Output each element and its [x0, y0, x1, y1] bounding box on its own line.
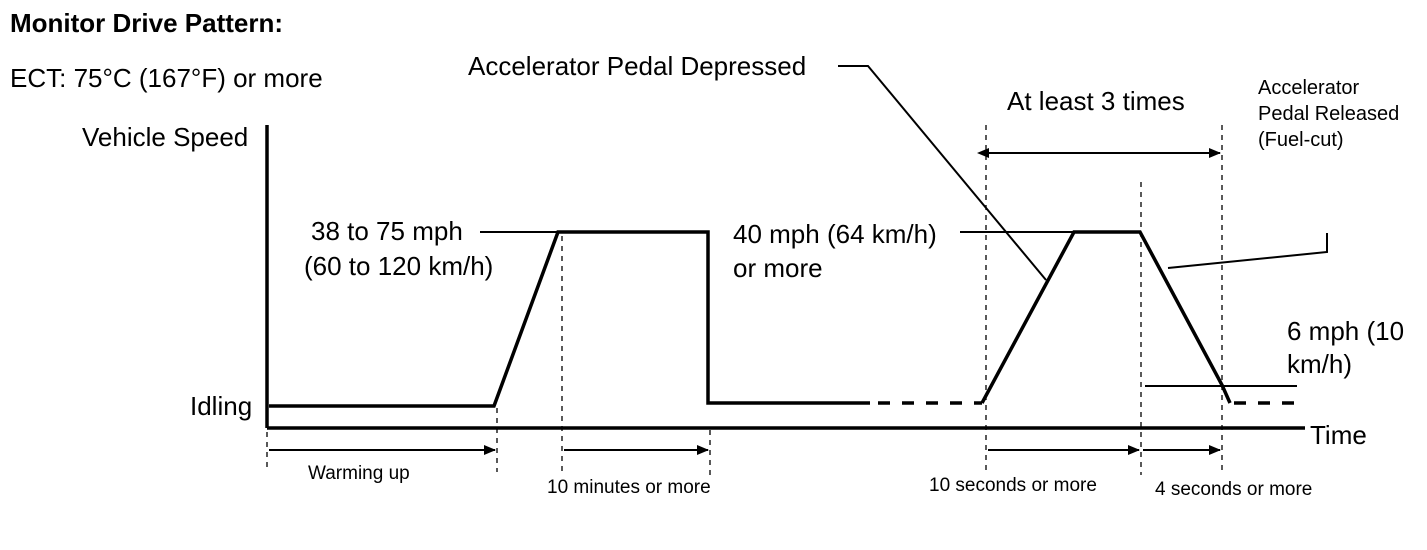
speed3-line1: 6 mph (10 [1287, 316, 1404, 346]
pedal-depressed-label: Accelerator Pedal Depressed [468, 51, 806, 81]
pedal-depressed-leader [838, 65, 1047, 281]
speed1-line2: (60 to 120 km/h) [304, 251, 493, 281]
ect-condition: ECT: 75°C (167°F) or more [10, 63, 323, 93]
pedal-released-line1: Accelerator [1258, 77, 1359, 99]
speed2-line1: 40 mph (64 km/h) [733, 219, 937, 249]
speed3-line2: km/h) [1287, 349, 1352, 379]
y-axis-label: Vehicle Speed [82, 122, 248, 152]
speed2-line2: or more [733, 253, 823, 283]
idling-label: Idling [190, 391, 252, 421]
ten-sec-label: 10 seconds or more [929, 475, 1097, 496]
pedal-released-leader [1167, 233, 1328, 269]
pedal-released-line3: (Fuel-cut) [1258, 129, 1344, 151]
speed-profile-warmup [269, 230, 870, 408]
pedal-released-line2: Pedal Released [1258, 103, 1399, 125]
four-sec-label: 4 seconds or more [1155, 479, 1312, 500]
repeat-label: At least 3 times [1007, 86, 1185, 116]
ten-min-label: 10 minutes or more [547, 477, 711, 498]
warmup-label: Warming up [308, 463, 410, 484]
speed1-line1: 38 to 75 mph [311, 216, 463, 246]
x-axis-label: Time [1310, 420, 1367, 450]
speed-profile-cycle [980, 230, 1232, 404]
diagram-title: Monitor Drive Pattern: [10, 8, 283, 38]
